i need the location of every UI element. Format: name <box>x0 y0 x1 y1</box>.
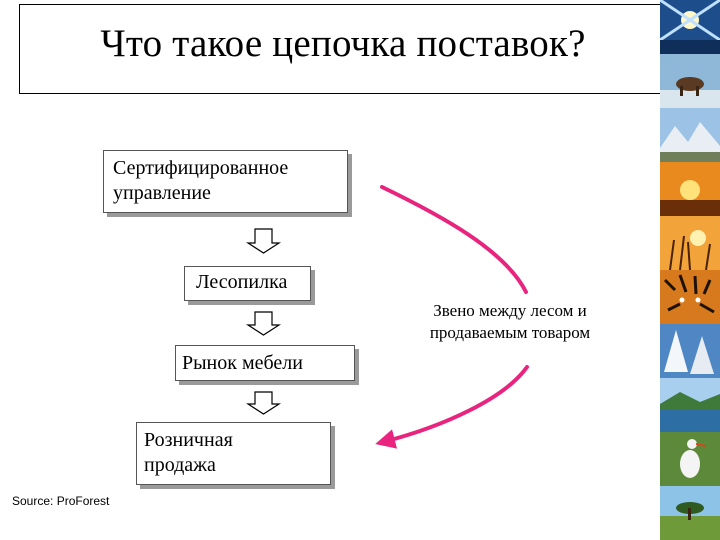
sun-rays-photo <box>660 0 720 54</box>
down-arrow-3 <box>245 391 282 415</box>
chain-step-label: Сертифицированное управление <box>113 157 289 204</box>
savanna-photo <box>660 486 720 540</box>
source-credit: Source: ProForest <box>12 494 110 508</box>
title-box: Что такое цепочка поставок? <box>19 4 667 94</box>
chain-step-certified-management: Сертифицированное управление <box>103 150 348 213</box>
nature-photo-strip <box>660 0 720 540</box>
diagram-connectors <box>245 185 529 449</box>
link-curve-top <box>380 185 528 294</box>
wheat-sunset-photo <box>660 216 720 270</box>
chain-step-label: Рынок мебели <box>182 352 303 374</box>
chain-step-furniture-market: Рынок мебели <box>175 345 355 381</box>
lake-photo <box>660 378 720 432</box>
link-label: Звено между лесом и продаваемым товаром <box>429 301 591 342</box>
wolf-photo <box>660 54 720 108</box>
chain-step-label: Розничная продажа <box>144 429 233 476</box>
down-arrow-2 <box>245 311 282 336</box>
chain-step-sawmill: Лесопилка <box>184 266 311 301</box>
down-arrow-1 <box>245 228 282 254</box>
chain-step-retail: Розничная продажа <box>136 422 331 485</box>
snow-trees-photo <box>660 324 720 378</box>
mountains-photo <box>660 108 720 162</box>
chain-step-label: Лесопилка <box>196 271 288 293</box>
sunset-photo <box>660 162 720 216</box>
stork-photo <box>660 432 720 486</box>
tiger-photo <box>660 270 720 324</box>
page-title: Что такое цепочка поставок? <box>100 22 586 65</box>
link-curve-bottom <box>375 365 529 449</box>
